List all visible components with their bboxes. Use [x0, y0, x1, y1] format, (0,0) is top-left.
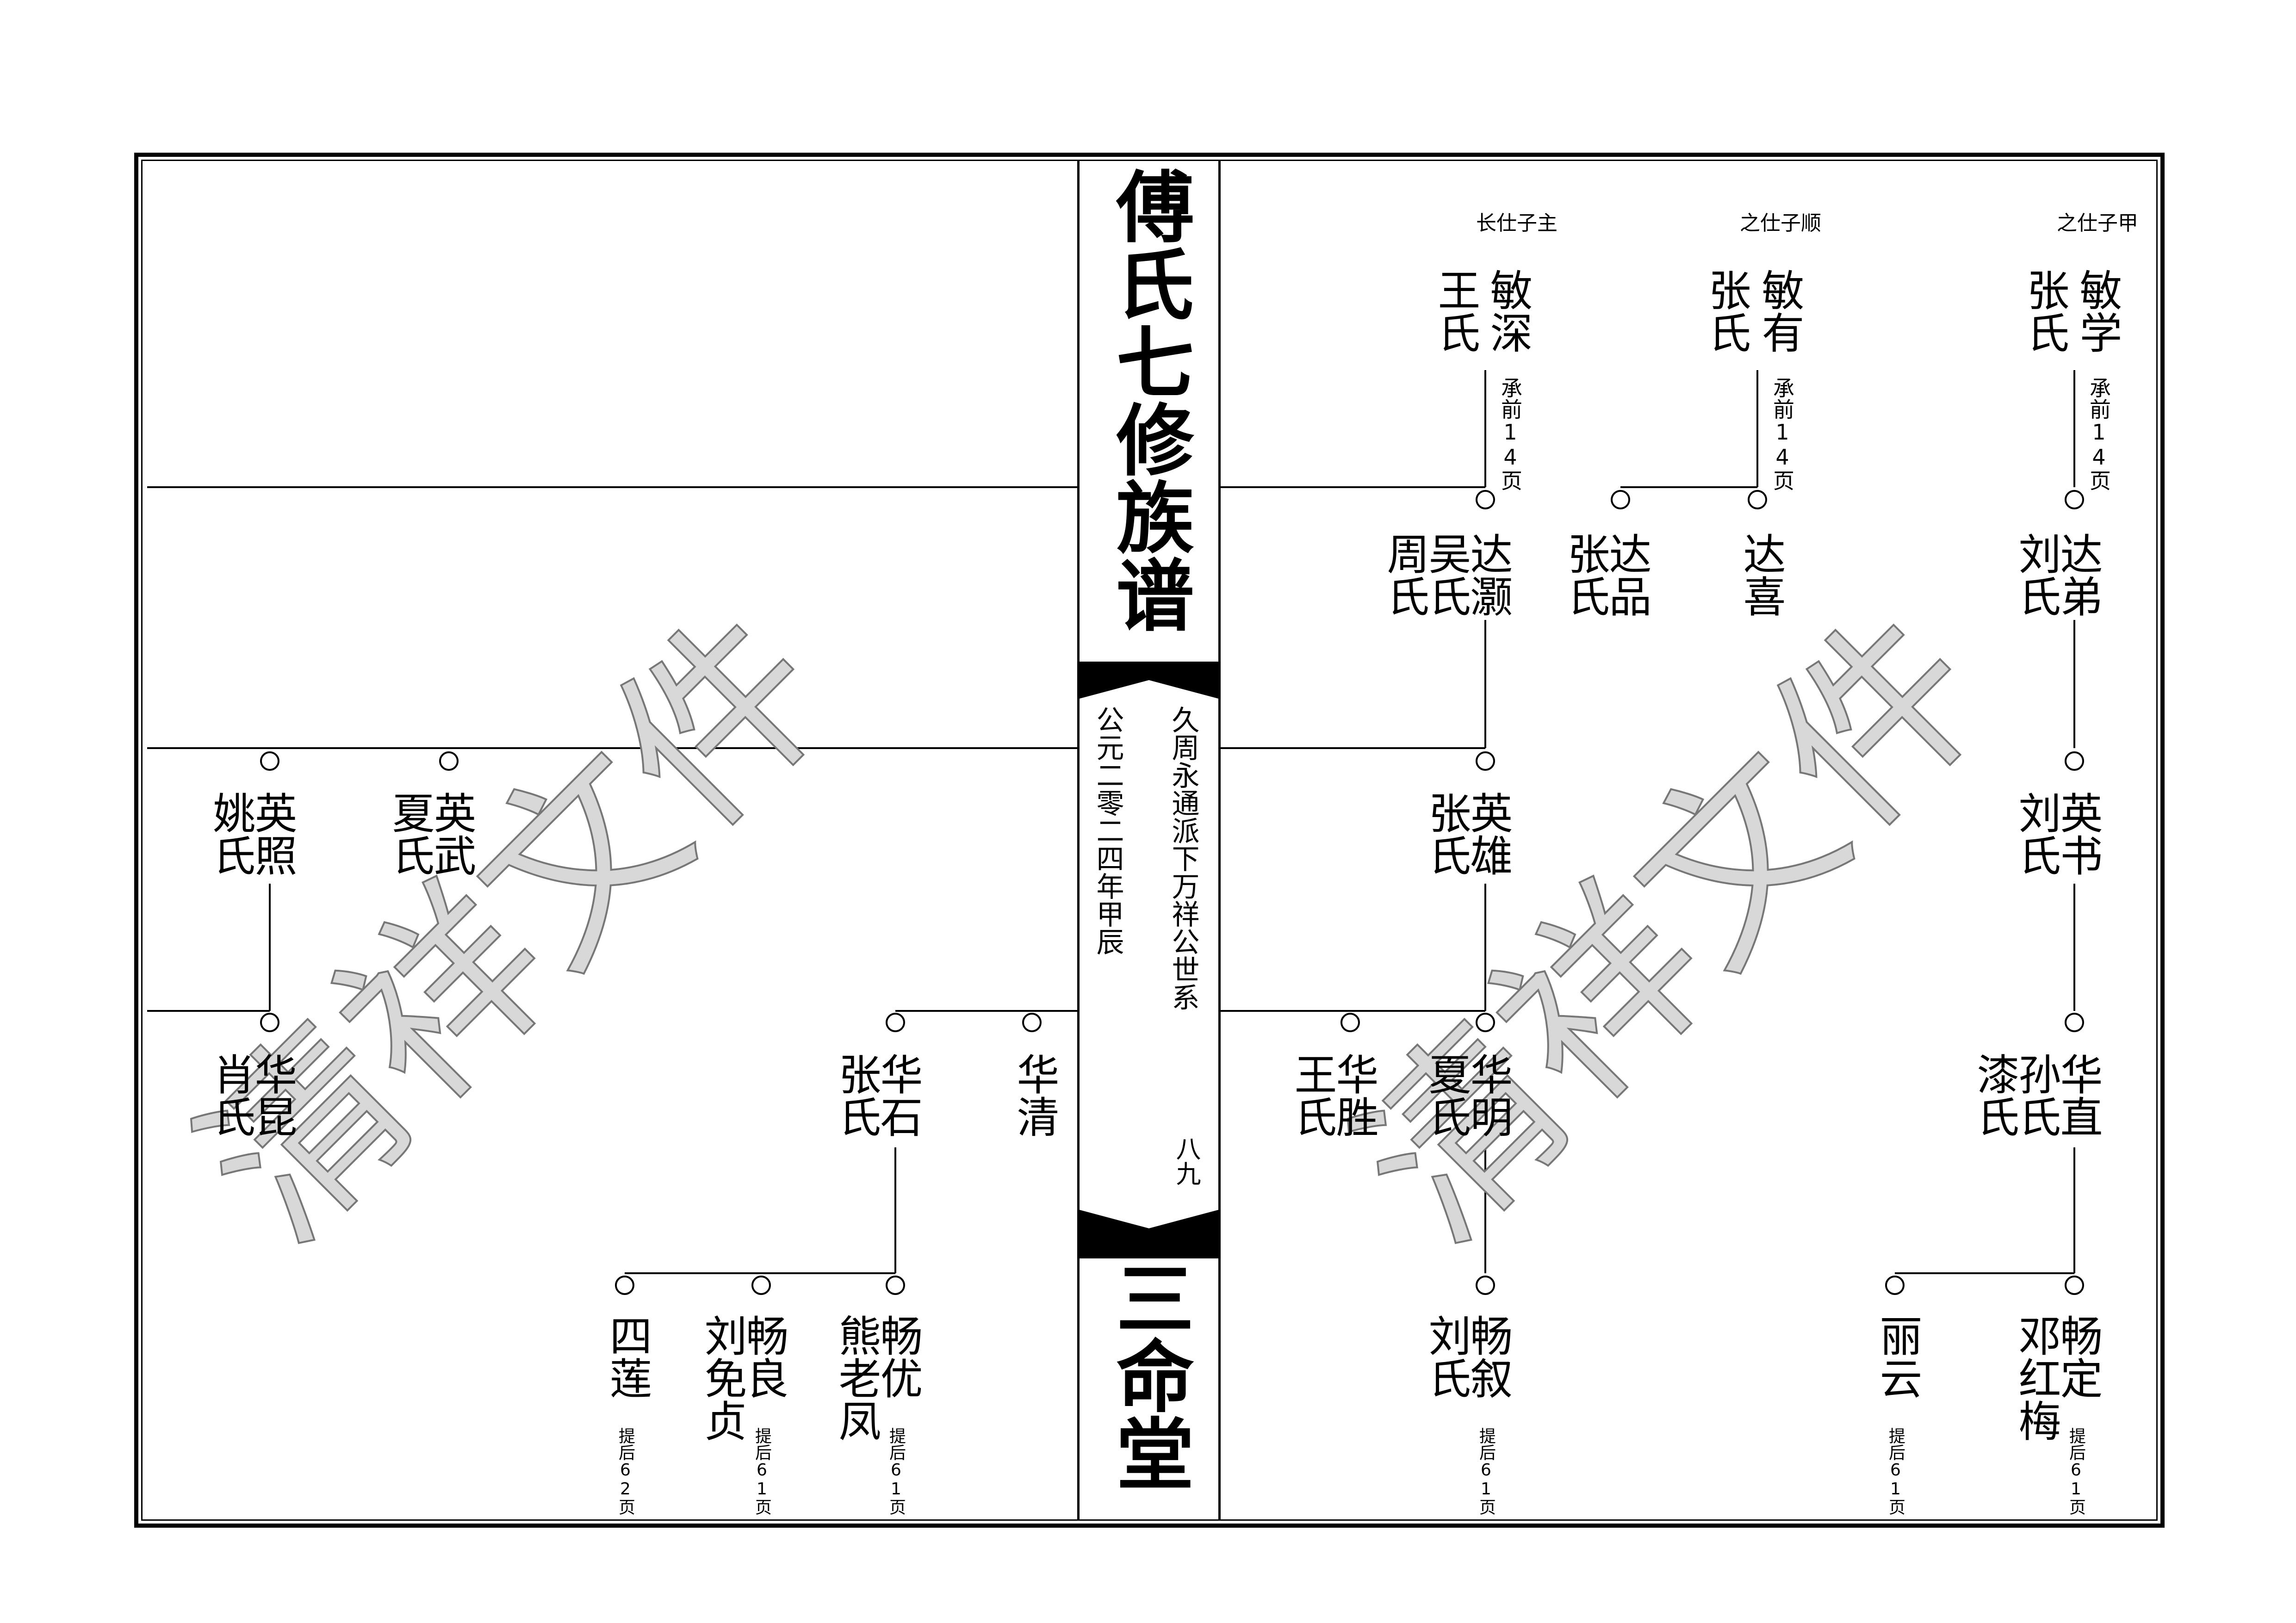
book-title: 傅氏七修族谱	[1103, 167, 1195, 633]
person-changliang: 畅良	[739, 1314, 788, 1399]
hall-name: 三命堂	[1103, 1258, 1195, 1492]
watermark-left: 清祥文件	[160, 572, 869, 1282]
person-minxue: 敏学	[2073, 268, 2122, 353]
person-liyun: 丽云	[1873, 1314, 1922, 1399]
spouse-yingxiong: 张氏	[1421, 791, 1471, 876]
person-huaqing: 华清	[1010, 1053, 1059, 1138]
spouse-dadi: 刘氏	[2011, 532, 2061, 617]
link-minyou: 承前14页	[1770, 377, 1795, 491]
spouse-yingshu: 刘氏	[2011, 791, 2061, 876]
person-huazhi: 华直	[2053, 1053, 2103, 1138]
person-dahao: 达灏	[1463, 532, 1513, 617]
spouse-changxu: 刘氏	[1421, 1314, 1471, 1399]
person-yingzhao: 英照	[248, 791, 297, 876]
person-yingxiong: 英雄	[1463, 791, 1513, 876]
spouse-minyou: 张氏	[1701, 268, 1751, 353]
outer-border	[134, 153, 2165, 1528]
spouse-changliang: 刘免贞	[697, 1314, 747, 1442]
link-liyun: 提后61页	[1886, 1427, 1905, 1515]
person-changxu: 畅叙	[1463, 1314, 1513, 1399]
spouse-changding: 邓红梅	[2011, 1314, 2061, 1442]
link-minshen: 承前14页	[1498, 377, 1523, 491]
link-changyou: 提后61页	[887, 1427, 906, 1515]
note-text: 之仕子顺	[1740, 211, 1821, 235]
note-text: 之仕子甲	[2057, 211, 2138, 235]
spouse-huazhi-2: 漆氏	[1970, 1053, 2019, 1138]
spouse-huakun: 肖氏	[206, 1053, 255, 1138]
center-spine	[1077, 160, 1221, 1521]
spine-marker-bottom	[1080, 1210, 1218, 1258]
note-text: 长仕子主	[1476, 211, 1558, 235]
person-minyou: 敏有	[1755, 268, 1804, 353]
spouse-huasheng: 王氏	[1287, 1053, 1337, 1138]
spouse-huazhi-1: 孙氏	[2011, 1053, 2061, 1138]
spouse-minxue: 张氏	[2020, 268, 2069, 353]
person-minshen: 敏深	[1483, 268, 1533, 353]
inner-border	[141, 160, 2158, 1521]
person-changding: 畅定	[2053, 1314, 2103, 1399]
person-huashi: 华石	[873, 1053, 923, 1138]
person-dapin: 达品	[1602, 532, 1651, 617]
note-minshen: 长仕子主	[1476, 211, 1558, 235]
link-silian: 提后62页	[616, 1427, 635, 1515]
note-minxue: 之仕子甲	[2057, 211, 2138, 235]
spouse-dapin: 张氏	[1560, 532, 1610, 617]
spouse-huaming: 夏氏	[1421, 1053, 1471, 1138]
link-changliang: 提后61页	[752, 1427, 771, 1515]
person-changyou: 畅优	[873, 1314, 923, 1399]
edition-date: 公元二零二四年甲辰	[1092, 706, 1124, 955]
watermark-right: 清祥文件	[1316, 572, 2026, 1282]
person-yingwu: 英武	[427, 791, 476, 876]
link-changding: 提后61页	[2066, 1427, 2085, 1515]
lineage-subtitle: 久周永通派下万祥公世系	[1167, 706, 1199, 1011]
person-silian: 四莲	[602, 1314, 652, 1399]
spouse-huashi: 张氏	[832, 1053, 881, 1138]
spouse-dahao-2: 周氏	[1380, 532, 1429, 617]
spouse-changyou: 熊老凤	[832, 1314, 881, 1442]
spouse-minshen: 王氏	[1431, 268, 1480, 353]
page-number: 八九	[1172, 1136, 1201, 1186]
spouse-yingzhao: 姚氏	[206, 791, 255, 876]
person-daxi: 达喜	[1736, 532, 1786, 617]
link-minxue: 承前14页	[2086, 377, 2111, 491]
link-changxu: 提后61页	[1477, 1427, 1496, 1515]
spouse-dahao-1: 吴氏	[1421, 532, 1471, 617]
person-yingshu: 英书	[2053, 791, 2103, 876]
person-huaming: 华明	[1463, 1053, 1513, 1138]
note-minyou: 之仕子顺	[1740, 211, 1821, 235]
person-huasheng: 华胜	[1329, 1053, 1378, 1138]
spouse-yingwu: 夏氏	[385, 791, 434, 876]
person-huakun: 华昆	[248, 1053, 297, 1138]
person-dadi: 达弟	[2053, 532, 2103, 617]
